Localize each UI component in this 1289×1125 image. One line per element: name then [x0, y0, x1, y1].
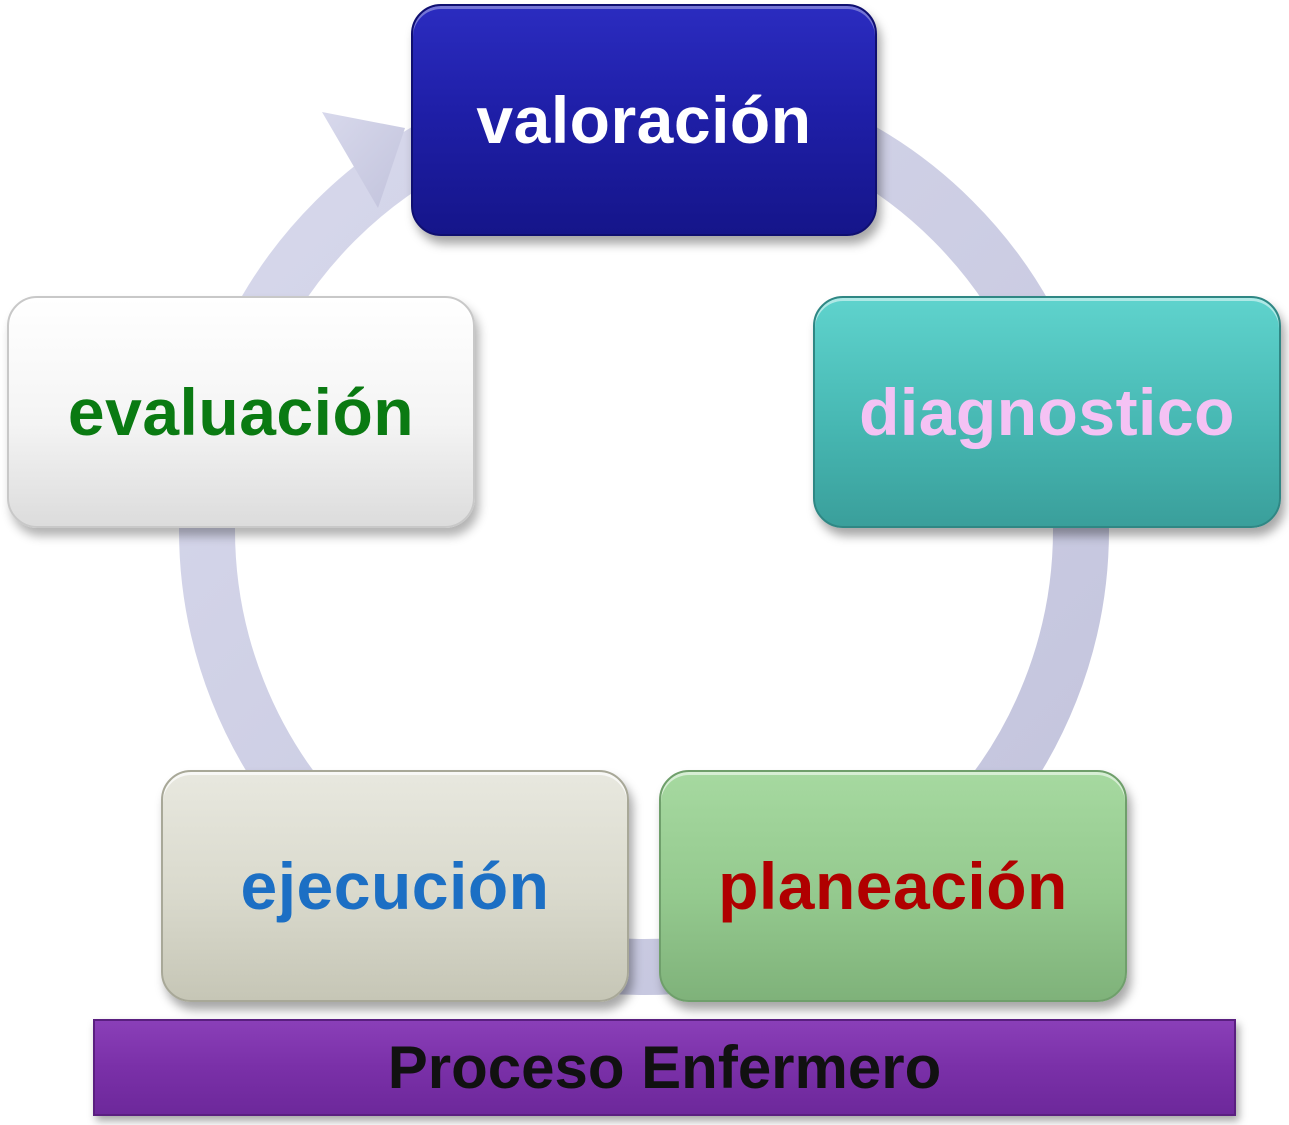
cycle-arrowhead: [322, 112, 405, 208]
node-diagnostico: diagnostico: [813, 296, 1281, 528]
node-label-ejecucion: ejecución: [240, 849, 550, 923]
node-label-valoracion: valoración: [476, 83, 812, 157]
node-ejecucion: ejecución: [161, 770, 629, 1002]
footer-title: Proceso Enfermero: [387, 1034, 942, 1101]
node-planeacion: planeación: [659, 770, 1127, 1002]
node-label-planeacion: planeación: [718, 849, 1068, 923]
node-label-evaluacion: evaluación: [67, 375, 415, 449]
node-label-diagnostico: diagnostico: [859, 375, 1235, 449]
node-valoracion: valoración: [411, 4, 877, 236]
footer-banner: Proceso Enfermero: [93, 1019, 1236, 1116]
node-evaluacion: evaluación: [7, 296, 475, 528]
